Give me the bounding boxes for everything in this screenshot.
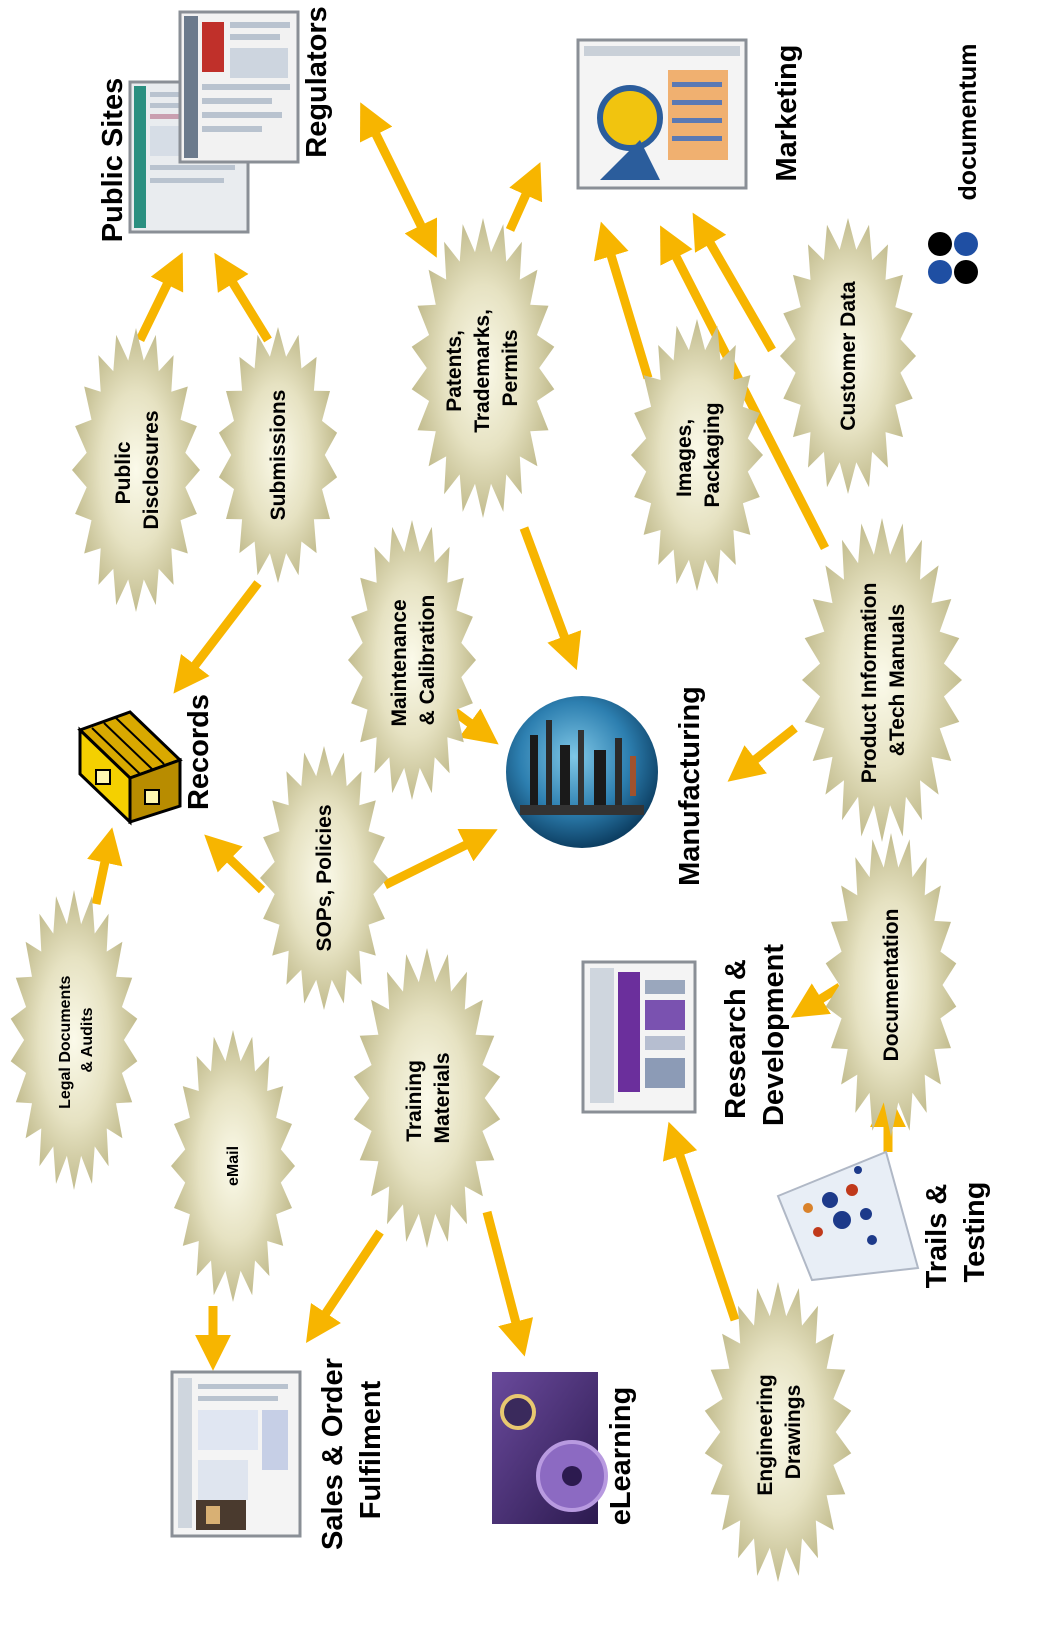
- arrow-legal-to-records: [87, 827, 123, 905]
- burst-legal: [10, 890, 138, 1190]
- arrow-sops-to-records: [204, 834, 266, 894]
- burst-submissions: [218, 327, 338, 583]
- hub-label-regulators: Regulators: [301, 6, 333, 157]
- burst-label-customer-data: Customer Data: [837, 281, 860, 431]
- hub-label-sales-order: Sales & Order Fulfilment: [317, 1350, 387, 1550]
- burst-sops: [260, 746, 388, 1010]
- arrow-documentation-to-research: [790, 983, 843, 1018]
- burst-label-submissions: Submissions: [267, 390, 290, 521]
- arrow-patents-to-manufacturing: [519, 526, 582, 671]
- arrow-training-to-elearning: [482, 1210, 534, 1357]
- burst-maintenance: [348, 520, 476, 800]
- burst-label-documentation: Documentation: [880, 909, 903, 1062]
- burst-label-maintenance: Maintenance & Calibration: [388, 593, 439, 726]
- burst-images-packaging: [631, 319, 763, 591]
- arrow-training-to-sales: [306, 1229, 384, 1343]
- arrow-engineering-to-research: [662, 1121, 740, 1322]
- elearning-image-icon: [492, 1372, 608, 1524]
- arrow-patents-to-marketing: [505, 162, 543, 232]
- hub-label-marketing: Marketing: [771, 45, 803, 182]
- burst-documentation: [825, 833, 957, 1137]
- burst-label-product-info: Product Information &Tech Manuals: [858, 577, 909, 784]
- records-cabinet-icon: [77, 710, 183, 826]
- burst-label-training: Training Materials: [403, 1052, 454, 1143]
- regulators-screenshot-icon: [178, 10, 300, 164]
- logo-wordmark: documentum: [954, 44, 982, 201]
- hub-images-layer: [77, 10, 920, 1538]
- arrow-submissions-to-public-sites: [214, 252, 272, 343]
- hub-label-elearning: eLearning: [605, 1387, 637, 1526]
- hub-label-trails-testing: Trails & Testing: [921, 1176, 991, 1289]
- arrow-images-to-marketing: [594, 221, 653, 380]
- burst-label-patents: Patents, Trademarks, Permits: [443, 303, 522, 433]
- hub-label-research-development: Research & Development: [720, 944, 790, 1126]
- arrow-public-disclosures-to-public-sites: [135, 252, 184, 342]
- burst-training: [353, 948, 501, 1248]
- burst-engineering: [704, 1282, 852, 1582]
- arrow-submissions-to-records: [173, 580, 262, 694]
- manufacturing-globe-icon: [506, 696, 658, 848]
- bursts-layer: [10, 218, 962, 1582]
- burst-labels-layer: Public Disclosures Submissions Patents, …: [57, 281, 909, 1496]
- burst-label-engineering: Engineering Drawings: [754, 1368, 805, 1495]
- arrow-customer-data-to-marketing: [692, 212, 776, 353]
- burst-product-info: [802, 518, 962, 842]
- research-screenshot-icon: [581, 960, 697, 1114]
- burst-label-images-packaging: Images, Packaging: [673, 402, 724, 507]
- trails-testing-plot-icon: [776, 1150, 920, 1282]
- burst-email: [171, 1030, 295, 1302]
- burst-customer-data: [780, 218, 916, 494]
- documentum-logo: documentum: [928, 44, 982, 284]
- arrow-regulators-patents: [359, 102, 438, 258]
- sales-screenshot-icon: [170, 1370, 302, 1538]
- marketing-screenshot-icon: [576, 38, 748, 190]
- hub-label-public-sites: Public Sites: [97, 78, 129, 242]
- arrow-maintenance-to-manufacturing: [452, 708, 499, 745]
- burst-label-email: eMail: [225, 1146, 242, 1186]
- hub-label-manufacturing: Manufacturing: [674, 686, 706, 886]
- burst-label-public-disclosures: Public Disclosures: [112, 410, 163, 529]
- arrow-sops-to-manufacturing: [383, 829, 498, 890]
- burst-label-sops: SOPs, Policies: [313, 804, 336, 951]
- hub-labels-layer: Public Sites Regulators Marketing Record…: [97, 6, 991, 1550]
- burst-patents: [411, 218, 555, 518]
- hub-label-records: Records: [183, 694, 215, 810]
- burst-label-legal: Legal Documents & Audits: [57, 971, 96, 1109]
- arrow-product-info-to-manufacturing: [727, 724, 798, 782]
- burst-public-disclosures: [72, 328, 200, 612]
